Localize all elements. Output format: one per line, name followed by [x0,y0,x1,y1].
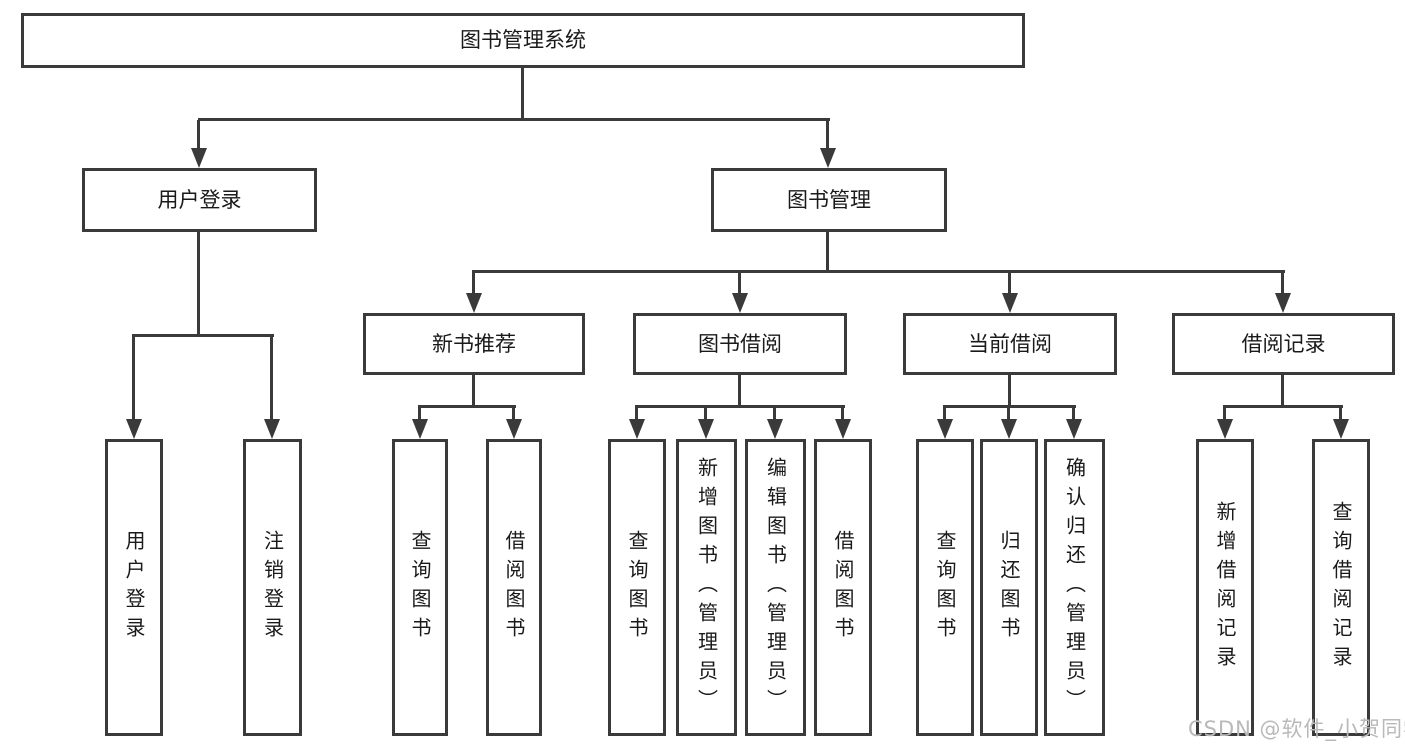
line [943,407,946,421]
line [943,405,1076,408]
arrow-down-icon [412,419,428,439]
arrow-down-icon [1002,293,1018,313]
node-current-borrow: 当前借阅 [903,313,1117,375]
line [841,407,844,421]
node-user-login: 用户登录 [82,168,317,232]
leaf-logout: 注销登录 [243,439,302,736]
line [1008,272,1011,295]
line [635,407,638,421]
line [270,336,273,421]
arrow-down-icon [1066,419,1082,439]
line [826,232,829,272]
arrow-down-icon [1275,293,1291,313]
arrow-down-icon [126,419,142,439]
line [132,336,135,421]
arrow-down-icon [629,419,645,439]
line [418,405,516,408]
line [773,407,776,421]
arrow-down-icon [732,293,748,313]
line [132,334,274,337]
arrow-down-icon [767,419,783,439]
node-book-borrow: 图书借阅 [633,313,847,375]
leaf-newrec-query-book: 查询图书 [392,439,448,736]
leaf-current-query-book: 查询图书 [916,439,974,736]
leaf-newrec-borrow-book: 借阅图书 [486,439,542,736]
line [738,272,741,295]
leaf-record-query-record: 查询借阅记录 [1312,439,1370,736]
line [1072,407,1075,421]
arrow-down-icon [264,419,280,439]
line [1281,375,1284,407]
line [472,375,475,407]
leaf-borrow-query-book: 查询图书 [608,439,666,736]
node-root: 图书管理系统 [21,13,1025,68]
arrow-down-icon [506,419,522,439]
leaf-current-return-book: 归还图书 [980,439,1038,736]
line [197,120,200,150]
leaf-record-add-record: 新增借阅记录 [1196,439,1254,736]
line [1008,375,1011,407]
leaf-user-login: 用户登录 [105,439,163,736]
csdn-watermark: CSDN @软件_小贺同学 [1188,717,1405,741]
node-borrow-record: 借阅记录 [1172,313,1395,375]
node-new-book-recommend: 新书推荐 [363,313,585,375]
line [521,68,524,120]
arrow-down-icon [698,419,714,439]
arrow-down-icon [820,148,836,168]
line [197,232,200,336]
node-book-management: 图书管理 [711,168,947,232]
arrow-down-icon [1001,419,1017,439]
arrow-down-icon [937,419,953,439]
leaf-borrow-edit-book-admin: 编辑图书（管理员） [745,439,806,736]
arrow-down-icon [191,148,207,168]
line [1223,405,1343,408]
line [635,405,845,408]
line [472,270,1285,273]
line [1281,272,1284,295]
line [418,407,421,421]
line [1223,407,1226,421]
leaf-borrow-borrow-book: 借阅图书 [814,439,872,736]
line [512,407,515,421]
arrow-down-icon [1217,419,1233,439]
leaf-borrow-add-book-admin: 新增图书（管理员） [676,439,737,736]
line [472,272,475,295]
line [1339,407,1342,421]
arrow-down-icon [835,419,851,439]
line [198,118,830,121]
arrow-down-icon [466,293,482,313]
line [738,375,741,407]
arrow-down-icon [1333,419,1349,439]
line [826,120,829,150]
line [1007,407,1010,421]
leaf-current-confirm-return-admin: 确认归还（管理员） [1044,439,1105,736]
line [704,407,707,421]
